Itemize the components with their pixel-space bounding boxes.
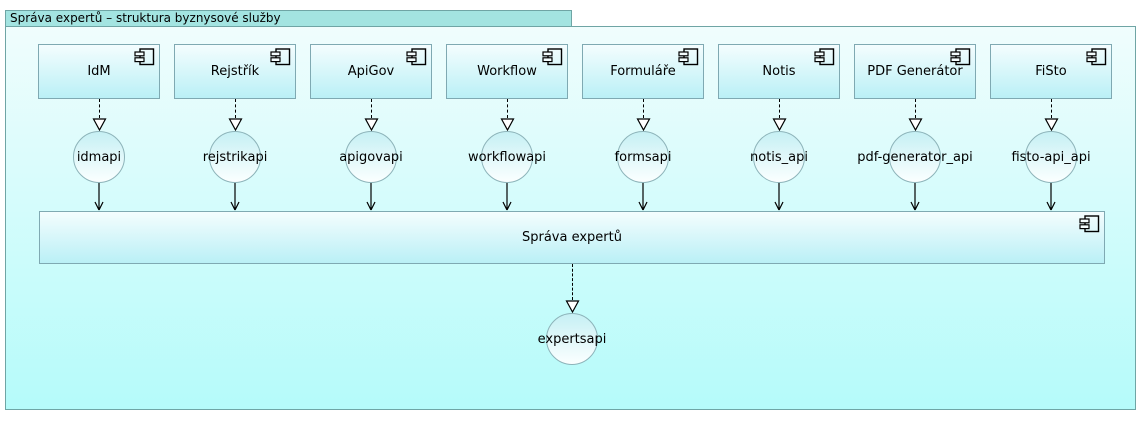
hollow-triangle-arrowhead — [228, 118, 242, 131]
component-label: PDF Generátor — [867, 64, 963, 79]
realization-connector — [506, 99, 508, 118]
hollow-triangle-arrowhead — [772, 118, 786, 131]
realization-connector — [370, 99, 372, 118]
dependency-arrow — [94, 183, 104, 211]
dependency-arrow — [366, 183, 376, 211]
dependency-arrow — [910, 183, 920, 211]
component-label: IdM — [87, 64, 111, 79]
component-column-idm: IdM idmapi — [34, 44, 164, 211]
component-icon — [134, 48, 155, 66]
hollow-triangle-arrowhead — [1044, 118, 1058, 131]
component-idm[interactable]: IdM — [38, 44, 160, 99]
component-column-fisto: FiSto fisto-api_api — [986, 44, 1116, 211]
interface-label: pdf-generator_api — [857, 149, 973, 165]
component-label: ApiGov — [347, 64, 395, 79]
hollow-triangle-arrowhead — [636, 118, 650, 131]
dependency-arrow — [774, 183, 784, 211]
interface-pdf-generator-api[interactable]: pdf-generator_api — [857, 131, 973, 183]
realization-connector — [234, 99, 236, 118]
hollow-triangle-arrowhead — [500, 118, 514, 131]
component-icon — [1086, 48, 1107, 66]
component-icon — [406, 48, 427, 66]
interface-label: idmapi — [76, 149, 122, 165]
component-label: Správa expertů — [521, 230, 622, 245]
realization-connector — [778, 99, 780, 118]
component-formulare[interactable]: Formuláře — [582, 44, 704, 99]
interface-label: notis_api — [750, 149, 809, 165]
component-icon — [678, 48, 699, 66]
hollow-triangle-arrowhead — [908, 118, 922, 131]
realization-connector — [98, 99, 100, 118]
hollow-triangle-arrowhead — [92, 118, 106, 131]
component-icon — [814, 48, 835, 66]
interface-rejstrikapi[interactable]: rejstrikapi — [203, 131, 267, 183]
diagram-title-tab[interactable]: Správa expertů – struktura byznysové slu… — [5, 10, 572, 27]
interface-expertsapi[interactable]: expertsapi — [538, 313, 606, 365]
realization-connector — [1050, 99, 1052, 118]
component-icon — [542, 48, 563, 66]
interface-apigovapi[interactable]: apigovapi — [339, 131, 403, 183]
dependency-arrow — [1046, 183, 1056, 211]
interface-label: rejstrikapi — [202, 149, 268, 165]
component-workflow[interactable]: Workflow — [446, 44, 568, 99]
dependency-arrow — [638, 183, 648, 211]
interface-label: fisto-api_api — [1011, 149, 1091, 165]
main-interface-connector: expertsapi — [507, 264, 637, 365]
realization-connector — [642, 99, 644, 118]
component-column-apigov: ApiGov apigovapi — [306, 44, 436, 211]
dependency-arrow — [502, 183, 512, 211]
component-column-rejstrik: Rejstřík rejstrikapi — [170, 44, 300, 211]
component-column-formulare: Formuláře formsapi — [578, 44, 708, 211]
interface-label: workflowapi — [467, 149, 547, 165]
component-fisto[interactable]: FiSto — [990, 44, 1112, 99]
component-notis[interactable]: Notis — [718, 44, 840, 99]
diagram-title: Správa expertů – struktura byznysové slu… — [10, 11, 281, 25]
component-icon — [1079, 215, 1100, 233]
interface-label: formsapi — [614, 149, 672, 165]
component-pdf-generator[interactable]: PDF Generátor — [854, 44, 976, 99]
hollow-triangle-arrowhead — [364, 118, 378, 131]
interface-workflowapi[interactable]: workflowapi — [468, 131, 546, 183]
interface-fisto-api-api[interactable]: fisto-api_api — [1011, 131, 1091, 183]
interface-label: expertsapi — [537, 331, 607, 347]
component-label: Formuláře — [610, 64, 676, 79]
component-apigov[interactable]: ApiGov — [310, 44, 432, 99]
component-sprava-expertu[interactable]: Správa expertů — [39, 211, 1105, 264]
component-label: Workflow — [477, 64, 537, 79]
component-label: Notis — [762, 64, 796, 79]
component-column-pdf-generator: PDF Generátor pdf-generator_api — [850, 44, 980, 211]
interface-label: apigovapi — [339, 149, 403, 165]
component-rejstrik[interactable]: Rejstřík — [174, 44, 296, 99]
component-column-notis: Notis notis_api — [714, 44, 844, 211]
dependency-arrow — [230, 183, 240, 211]
component-label: Rejstřík — [210, 64, 260, 79]
component-label: FiSto — [1035, 64, 1067, 79]
realization-connector — [571, 264, 573, 300]
component-column-workflow: Workflow workflowapi — [442, 44, 572, 211]
hollow-triangle-arrowhead — [565, 300, 579, 313]
interface-notis-api[interactable]: notis_api — [750, 131, 809, 183]
component-icon — [950, 48, 971, 66]
interface-idmapi[interactable]: idmapi — [73, 131, 125, 183]
interface-formsapi[interactable]: formsapi — [614, 131, 672, 183]
realization-connector — [914, 99, 916, 118]
component-icon — [270, 48, 291, 66]
